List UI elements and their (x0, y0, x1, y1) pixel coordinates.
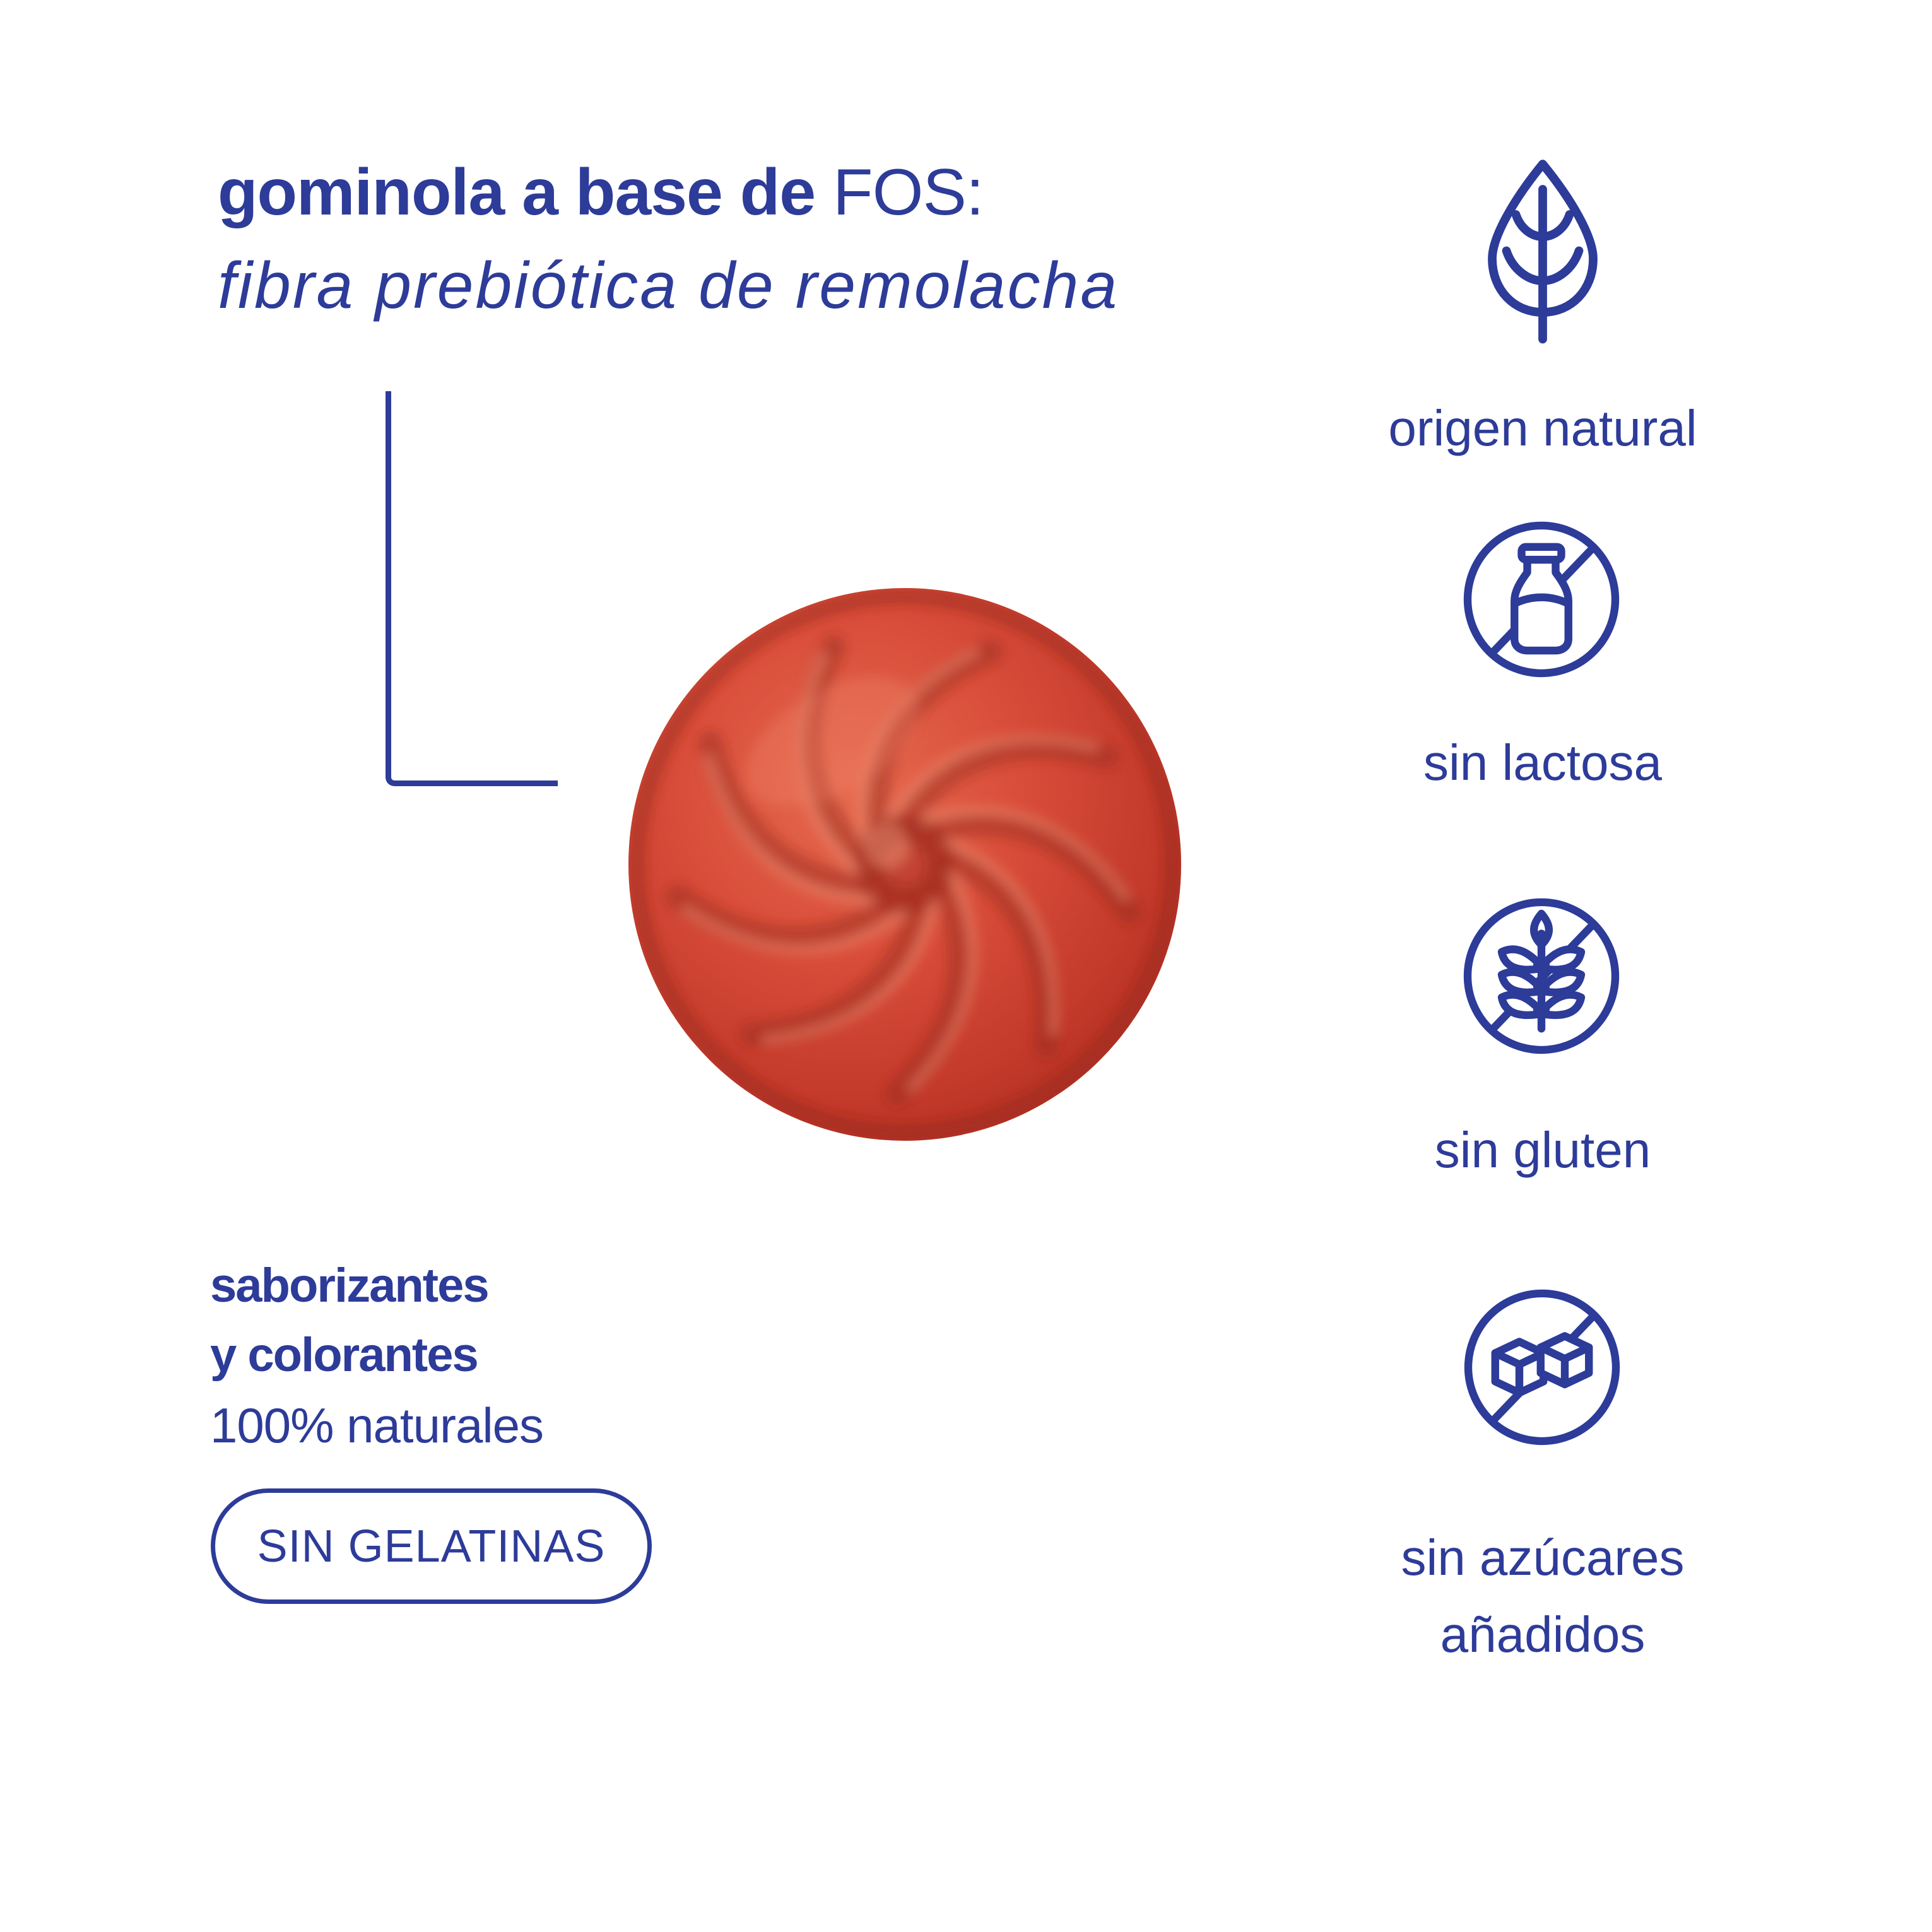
feature-label-origen-natural: origen natural (1388, 400, 1697, 456)
feature-label-sin-gluten: sin gluten (1434, 1122, 1651, 1178)
no-gelatin-badge-label: SIN GELATINAS (257, 1521, 606, 1572)
claim-line-1: saborizantes (210, 1259, 490, 1312)
no-added-sugar-icon (1457, 1282, 1627, 1452)
no-gluten-icon (1456, 891, 1627, 1061)
page-title: gominola a base de FOS: (218, 156, 984, 228)
claim-line-2: y colorantes (210, 1328, 479, 1382)
callout-connector-line (386, 391, 558, 786)
no-lactose-icon (1456, 514, 1627, 685)
gummy-photo (624, 584, 1186, 1145)
claim-line-3: 100% naturales (210, 1398, 544, 1453)
feature-label-sin-azucares: sin azúcares añadidos (1401, 1529, 1685, 1663)
leaf-icon (1476, 155, 1609, 344)
gummy-swirl-graphic (628, 588, 1181, 1141)
no-gelatin-badge: SIN GELATINAS (211, 1488, 652, 1604)
page-subtitle: fibra prebiótica de remolacha (218, 249, 1119, 322)
feature-label-sin-lactosa: sin lactosa (1423, 734, 1662, 791)
title-bold-part: gominola a base de (218, 156, 833, 229)
title-fos-part: FOS: (833, 156, 984, 229)
